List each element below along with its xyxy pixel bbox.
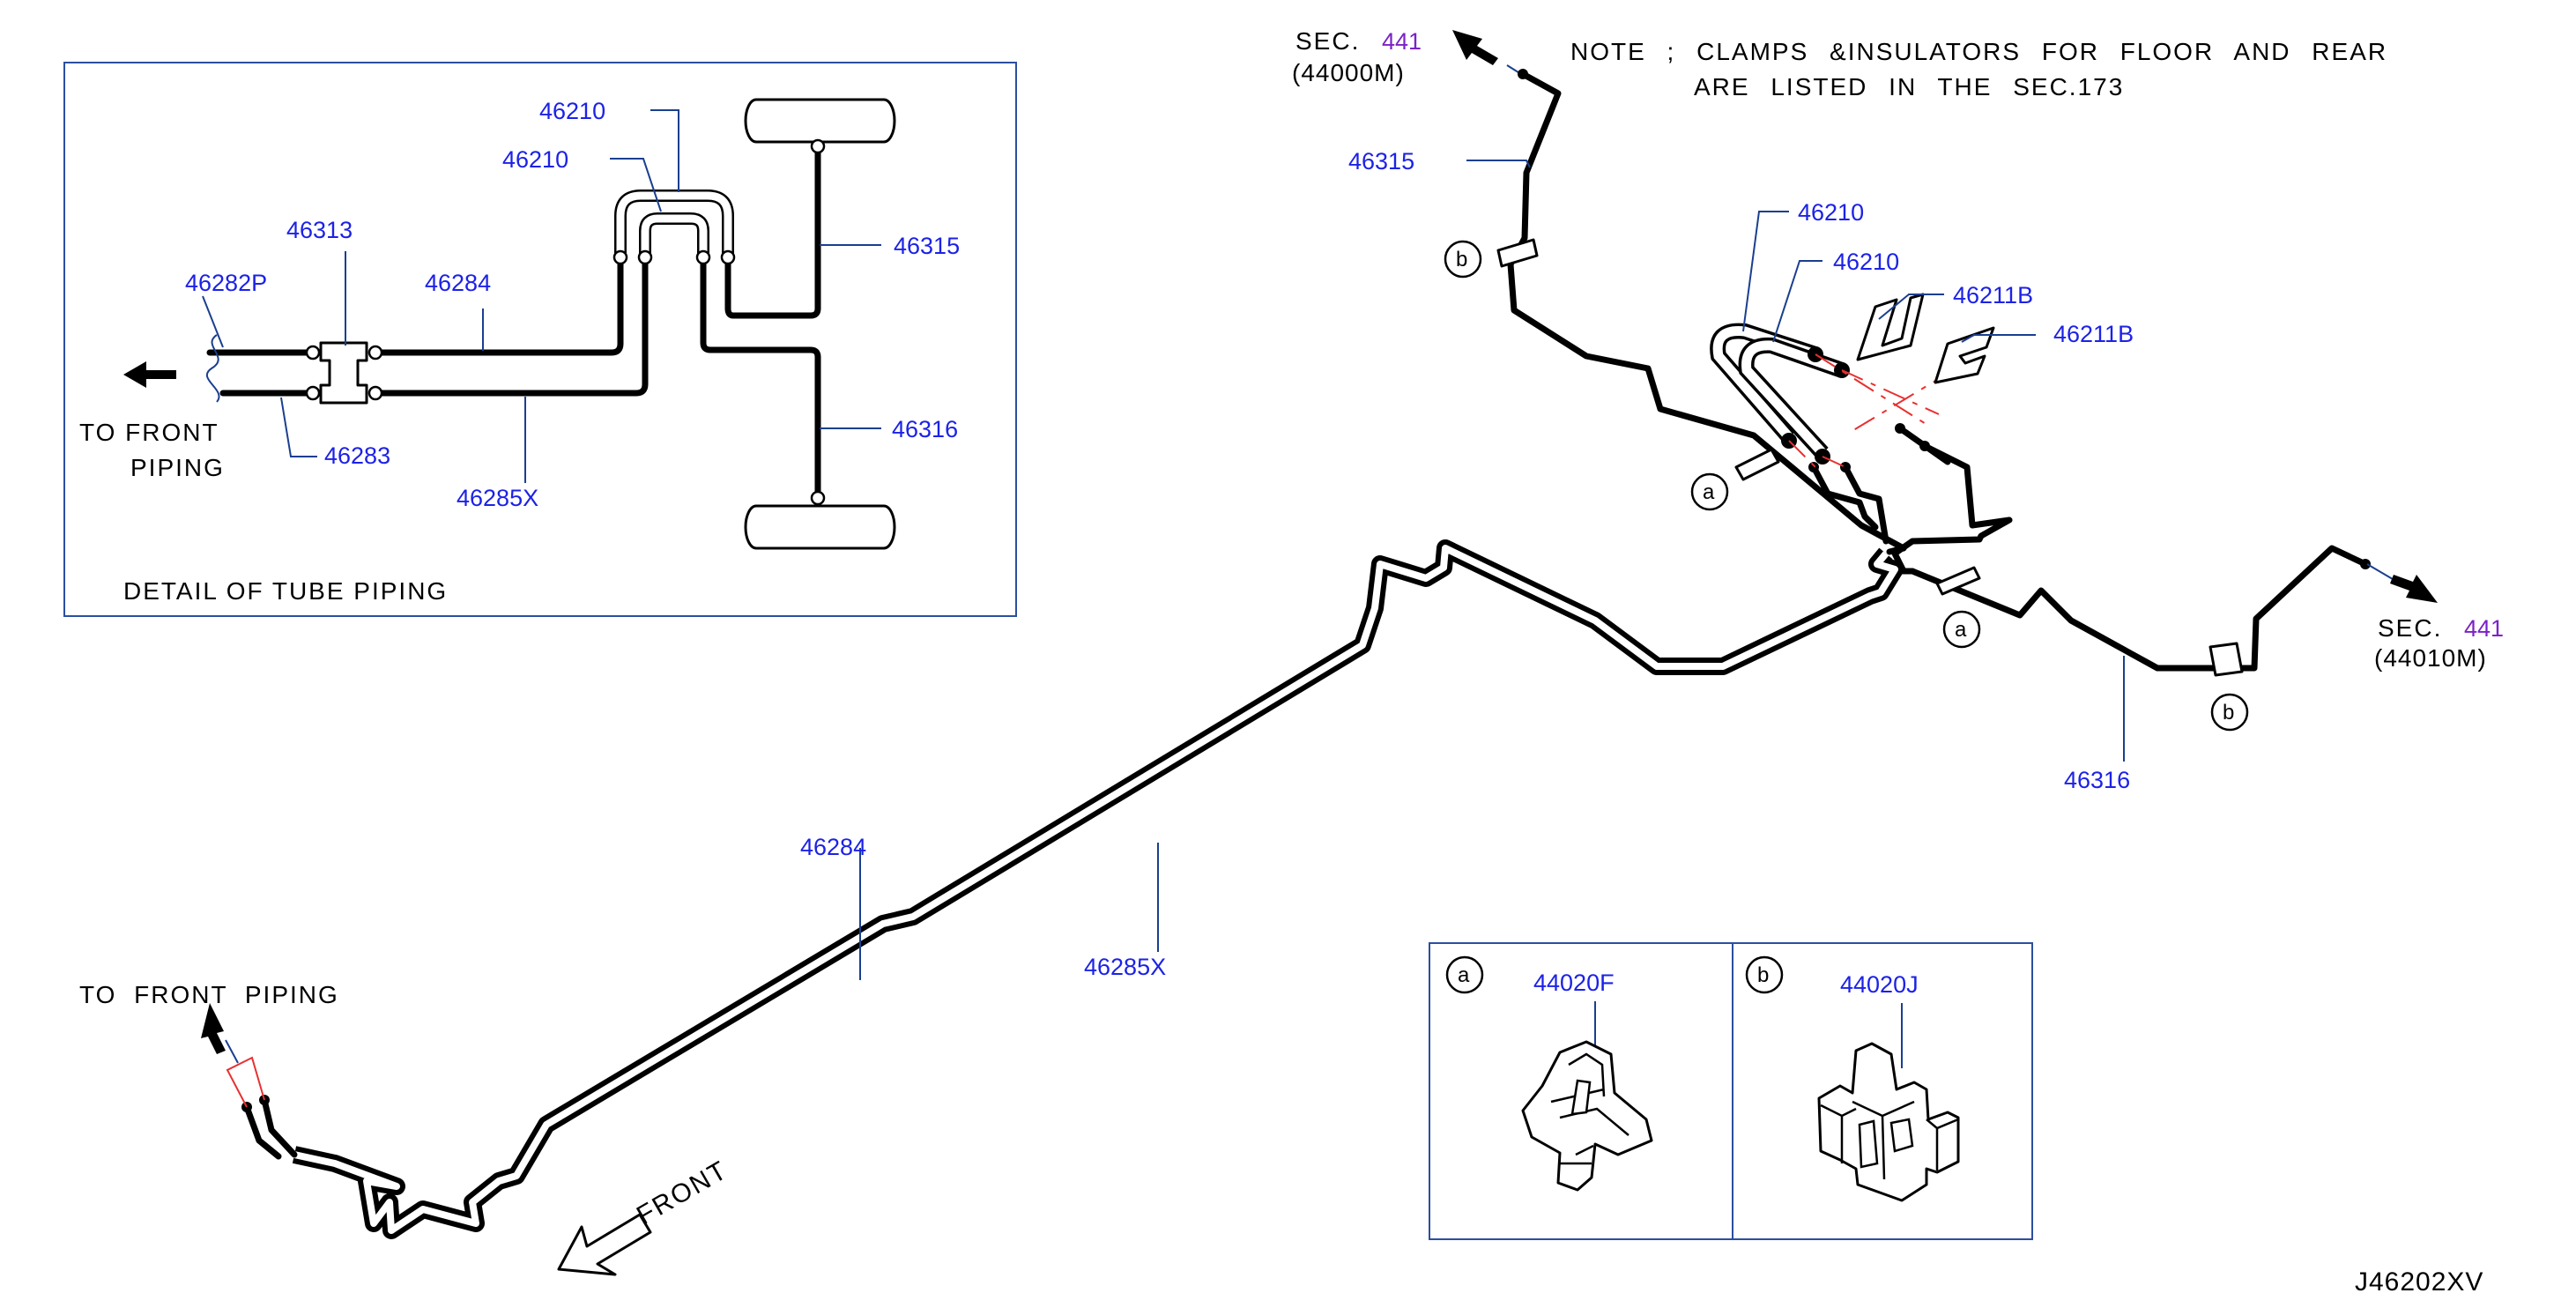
clamp-detail-box: a b 44020F 44020J <box>1429 942 2033 1240</box>
rear-hose-lower <box>744 504 896 550</box>
callout-b-right: b <box>2210 693 2249 732</box>
note-line-1: NOTE ; CLAMPS &INSULATORS FOR FLOOR AND … <box>1570 38 2387 65</box>
label-46210-lower: 46210 <box>1833 249 1899 275</box>
label-46210-upper: 46210 <box>1798 199 1864 226</box>
detail-label-46210-upper: 46210 <box>539 98 605 124</box>
rear-hose-upper <box>744 98 896 144</box>
to-front-arrow-main <box>201 1003 226 1054</box>
label-46315: 46315 <box>1348 148 1414 175</box>
sec-right-number: 441 <box>2464 615 2504 642</box>
break-line <box>205 334 220 403</box>
insulator-a-right <box>1935 566 1981 596</box>
label-46316: 46316 <box>2064 767 2130 793</box>
callout-b-right-letter: b <box>2223 701 2234 725</box>
sec-top-prefix: SEC. <box>1295 27 1360 55</box>
clamp-box-frame <box>1429 942 2033 1240</box>
detail-label-46315: 46315 <box>894 233 960 259</box>
label-46211B-upper: 46211B <box>1953 282 2033 308</box>
clamp-b-part: 44020J <box>1840 971 1919 998</box>
hose-46210-a <box>1712 326 1817 441</box>
detail-hose-46210-outer <box>614 190 734 257</box>
callout-a-center: a <box>1690 472 1729 511</box>
detail-joints <box>305 138 826 506</box>
callout-a-center-letter: a <box>1703 480 1715 504</box>
detail-tube-46285X <box>372 254 649 397</box>
sec-right-arrow <box>2390 575 2438 603</box>
sec-right-prefix: SEC. <box>2378 614 2442 642</box>
detail-label-46210-lower: 46210 <box>502 146 568 173</box>
sec-top-number: 441 <box>1382 28 1422 55</box>
sec-top-ref: (44000M) <box>1292 59 1405 86</box>
to-front-piping-label: TO FRONT PIPING <box>79 981 339 1008</box>
tube-46315-junction <box>1886 545 1907 555</box>
front-direction-arrow <box>557 1213 652 1276</box>
front-label: FRONT <box>632 1156 733 1230</box>
note-line-2: ARE LISTED IN THE SEC.173 <box>1694 73 2124 100</box>
tube-46284-46285X <box>292 539 1904 1239</box>
detail-hose-46210-inner <box>639 212 709 257</box>
insulator-a-center <box>1734 448 1780 481</box>
connector-46313 <box>319 341 368 405</box>
sec-top-arrow <box>1452 30 1498 65</box>
tube-46316 <box>1909 545 2369 672</box>
detail-label-46313: 46313 <box>286 217 353 243</box>
label-46211B-lower: 46211B <box>2053 321 2134 347</box>
clip-46211B-a <box>1856 293 1925 361</box>
sec-right-ref: (44010M) <box>2374 644 2487 672</box>
detail-tube-46315 <box>724 143 821 319</box>
clamp-a-letter: a <box>1458 963 1470 987</box>
clip-44020J <box>1817 1042 1960 1202</box>
detail-frame <box>63 62 1017 617</box>
detail-to-front-line1: TO FRONT <box>79 419 219 446</box>
insulator-b-upper <box>1496 238 1539 268</box>
callout-a-right-letter: a <box>1955 618 1967 642</box>
clamp-b-letter: b <box>1757 963 1769 987</box>
detail-of-tube-piping: 46210 46210 46315 46313 46282P 46284 463… <box>63 62 1017 617</box>
detail-tube-46316 <box>700 254 821 502</box>
insulator-b-right <box>2209 642 2244 677</box>
detail-label-46282P: 46282P <box>185 270 267 296</box>
label-46285X: 46285X <box>1084 954 1166 980</box>
main-assembly: FRONT b a a b 46315 4 <box>79 30 2504 1276</box>
label-46284: 46284 <box>800 834 866 860</box>
hose-46210-b <box>1741 340 1844 457</box>
detail-caption: DETAIL OF TUBE PIPING <box>123 577 448 605</box>
tube-46316-junction <box>1891 442 2013 575</box>
detail-label-46283: 46283 <box>324 442 390 469</box>
clamp-a-part: 44020F <box>1533 970 1615 996</box>
to-front-arrow-detail <box>123 361 176 388</box>
detail-to-front-line2: PIPING <box>130 454 225 481</box>
clip-46211B-b <box>1934 326 1995 384</box>
callout-a-right: a <box>1942 610 1981 649</box>
callout-b-upper: b <box>1444 240 1482 279</box>
callout-b-upper-letter: b <box>1456 248 1467 271</box>
detail-tube-46284 <box>372 254 624 356</box>
detail-label-46284: 46284 <box>425 270 491 296</box>
detail-label-46285X: 46285X <box>457 485 538 511</box>
detail-label-46316: 46316 <box>892 416 958 442</box>
clip-44020F <box>1521 1040 1653 1192</box>
drawing-id: J46202XV <box>2355 1267 2483 1297</box>
